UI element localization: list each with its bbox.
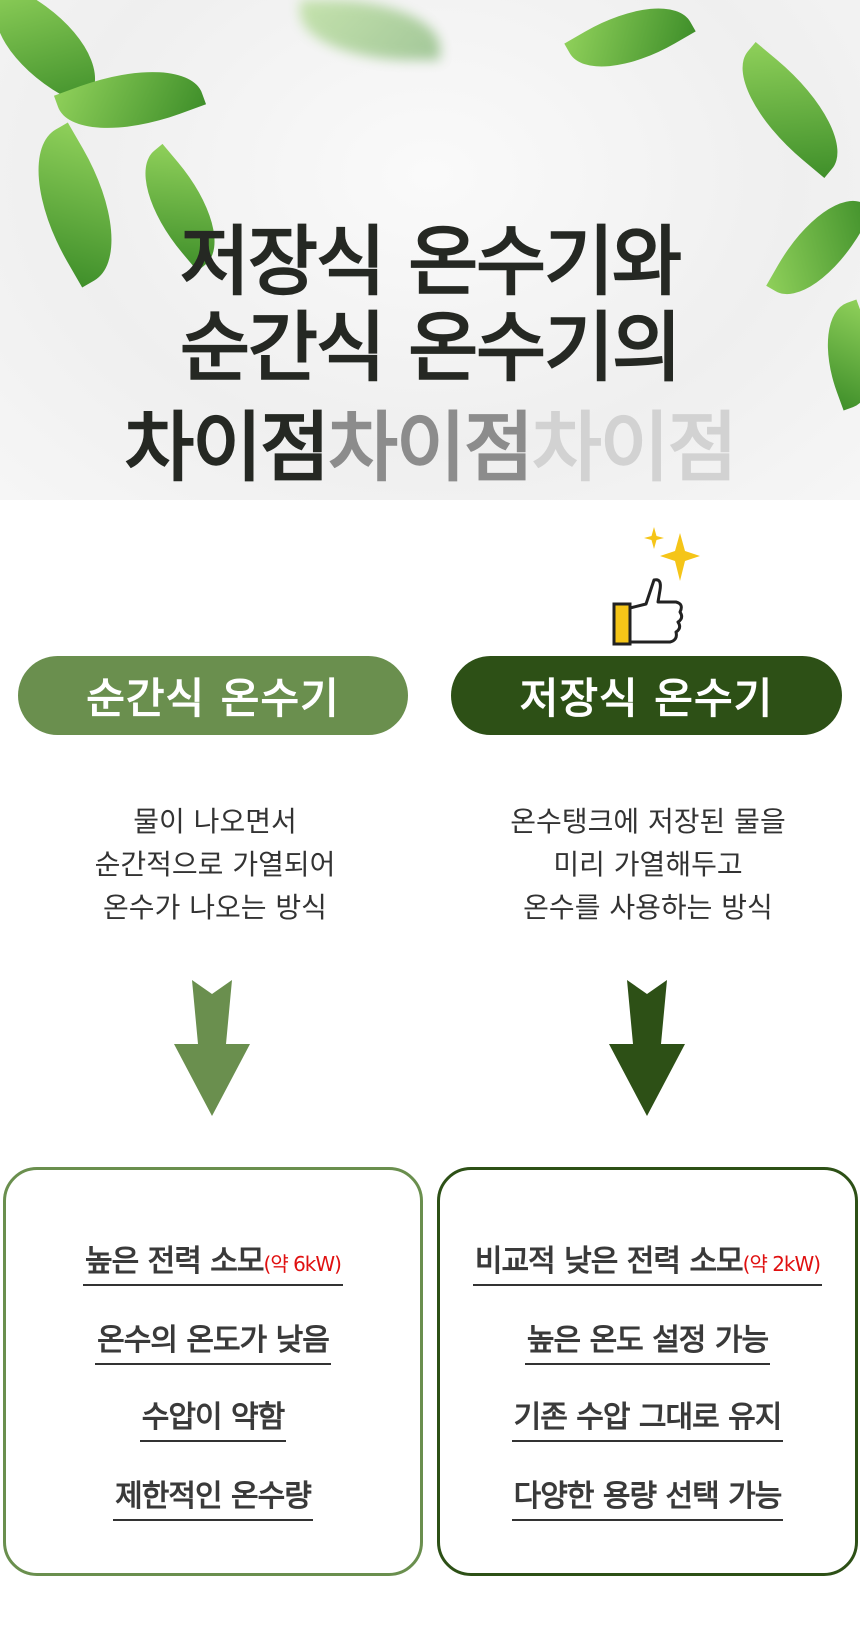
desc-line: 온수가 나오는 방식 xyxy=(103,891,327,924)
instant-features-box: 높은 전력 소모(약 6kW) 온수의 온도가 낮음 수압이 약함 제한적인 온… xyxy=(3,1167,423,1576)
title-word: 차이점 xyxy=(124,403,330,492)
leaf-decoration xyxy=(564,0,696,92)
feature-item: 높은 온도 설정 가능 xyxy=(440,1315,855,1365)
instant-heater-label: 순간식 온수기 xyxy=(18,656,408,735)
desc-line: 온수탱크에 저장된 물을 xyxy=(510,805,786,838)
desc-line: 물이 나오면서 xyxy=(133,805,297,838)
title-line-1: 저장식 온수기와 xyxy=(180,217,682,306)
feature-item: 기존 수압 그대로 유지 xyxy=(440,1392,855,1442)
desc-line: 미리 가열해두고 xyxy=(553,848,743,881)
leaf-decoration xyxy=(300,0,440,60)
sparkle-icon xyxy=(644,527,700,581)
storage-description: 온수탱크에 저장된 물을 미리 가열해두고 온수를 사용하는 방식 xyxy=(438,800,858,929)
storage-features-box: 비교적 낮은 전력 소모(약 2kW) 높은 온도 설정 가능 기존 수압 그대… xyxy=(437,1167,858,1576)
arrow-down-icon xyxy=(609,980,685,1116)
title-word-light: 차이점 xyxy=(531,403,738,492)
power-note: (약 6kW) xyxy=(263,1252,342,1276)
storage-heater-label: 저장식 온수기 xyxy=(451,656,842,735)
thumbs-up-icon xyxy=(612,578,684,646)
desc-line: 온수를 사용하는 방식 xyxy=(523,891,773,924)
feature-item: 온수의 온도가 낮음 xyxy=(6,1315,420,1365)
desc-line: 순간적으로 가열되어 xyxy=(94,848,336,881)
instant-description: 물이 나오면서 순간적으로 가열되어 온수가 나오는 방식 xyxy=(5,800,425,929)
title-word-gray: 차이점 xyxy=(328,403,534,492)
feature-item: 비교적 낮은 전력 소모(약 2kW) xyxy=(440,1236,855,1286)
feature-item: 제한적인 온수량 xyxy=(6,1471,420,1521)
feature-item: 높은 전력 소모(약 6kW) xyxy=(6,1236,420,1286)
hero-background xyxy=(0,0,860,500)
feature-item: 수압이 약함 xyxy=(6,1392,420,1442)
title-line-2: 순간식 온수기의 xyxy=(180,303,682,392)
leaf-decoration xyxy=(717,42,860,178)
feature-item: 다양한 용량 선택 가능 xyxy=(440,1471,855,1521)
title-line-3: 차이점차이점차이점 xyxy=(0,410,860,486)
arrow-down-icon xyxy=(174,980,250,1116)
power-note: (약 2kW) xyxy=(742,1252,821,1276)
